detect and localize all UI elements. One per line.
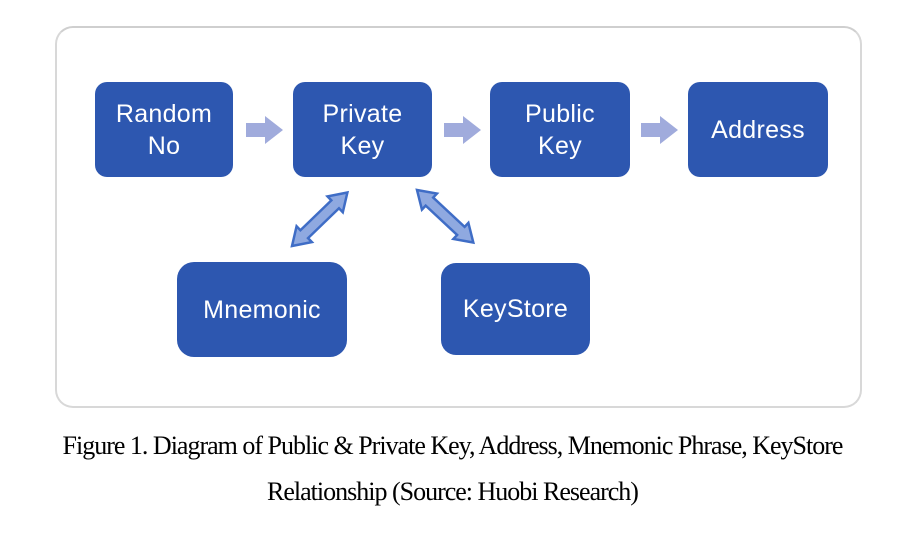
right-arrow-shape — [444, 116, 481, 144]
node-address-label: Address — [711, 115, 805, 144]
node-mnemonic-label: Mnemonic — [203, 295, 321, 324]
node-private-key-label-line2: Key — [340, 131, 385, 160]
right-arrow-shape — [246, 116, 283, 144]
node-public-key: Public Key — [490, 82, 630, 177]
node-random-no-label-line1: Random — [115, 99, 213, 128]
node-address: Address — [688, 82, 828, 177]
right-arrow-shape — [641, 116, 678, 144]
node-mnemonic: Mnemonic — [177, 262, 347, 357]
node-public-key-label-line1: Public — [525, 99, 595, 128]
right-arrow-icon — [641, 116, 678, 144]
node-private-key: Private Key — [293, 82, 432, 177]
figure-caption-line2: Relationship (Source: Huobi Research) — [267, 477, 639, 506]
node-public-key-label-line2: Key — [538, 131, 582, 160]
node-random-no-label-line2: No — [147, 131, 181, 160]
node-random-no: Random No — [95, 82, 233, 177]
figure-caption-line1: Figure 1. Diagram of Public & Private Ke… — [62, 431, 844, 460]
right-arrow-icon — [444, 116, 481, 144]
node-keystore: KeyStore — [441, 263, 590, 355]
figure-caption: Figure 1. Diagram of Public & Private Ke… — [0, 431, 905, 507]
node-private-key-label-line1: Private — [322, 99, 403, 128]
node-keystore-label: KeyStore — [462, 295, 569, 323]
right-arrow-icon — [246, 116, 283, 144]
